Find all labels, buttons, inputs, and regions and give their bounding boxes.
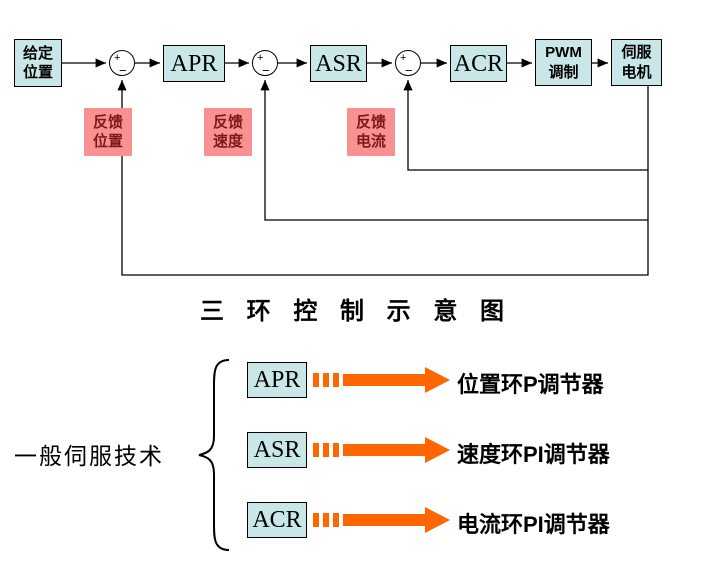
legend-arrow-apr — [313, 367, 450, 393]
minus-sign: − — [119, 63, 127, 78]
legend-label: 一般伺服技术 — [14, 443, 164, 469]
block-apr: APR — [163, 45, 225, 82]
sum-junction-speed: + − — [252, 50, 278, 78]
legend-desc-apr: 位置环P调节器 — [457, 372, 604, 397]
legend-block-apr: APR — [247, 362, 307, 398]
block-acr: ACR — [450, 45, 507, 82]
sum-junction-current: + − — [395, 50, 421, 78]
minus-sign: − — [262, 63, 270, 78]
legend-arrow-asr — [313, 437, 450, 463]
feedback-line-speed — [260, 80, 648, 221]
feedback-label-speed: 反馈 速度 — [204, 108, 252, 156]
feedback-label-current: 反馈 电流 — [347, 108, 395, 156]
block-pwm-modulation: PWM 调制 — [535, 39, 592, 86]
feedback-label-position: 反馈 位置 — [84, 108, 132, 156]
sum-junction-position: + − — [109, 50, 135, 78]
block-asr: ASR — [310, 45, 367, 82]
plus-sign: + — [400, 52, 407, 64]
plus-sign: + — [257, 52, 264, 64]
minus-sign: − — [405, 63, 413, 78]
legend-desc-asr: 速度环PI调节器 — [457, 442, 610, 467]
legend-brace — [198, 359, 230, 551]
block-servo-motor: 伺服 电机 — [611, 39, 662, 86]
legend-block-asr: ASR — [247, 432, 307, 468]
block-given-position: 给定 位置 — [14, 39, 62, 87]
legend-arrows — [313, 367, 450, 533]
legend-block-acr: ACR — [247, 502, 307, 538]
feedback-lines — [117, 80, 649, 276]
plus-sign: + — [114, 52, 121, 64]
figure-title: 三 环 控 制 示 意 图 — [199, 298, 512, 325]
feedback-line-current — [403, 80, 648, 171]
feedback-line-position — [117, 80, 649, 276]
legend-arrow-acr — [313, 507, 450, 533]
legend-desc-acr: 电流环PI调节器 — [457, 512, 610, 537]
